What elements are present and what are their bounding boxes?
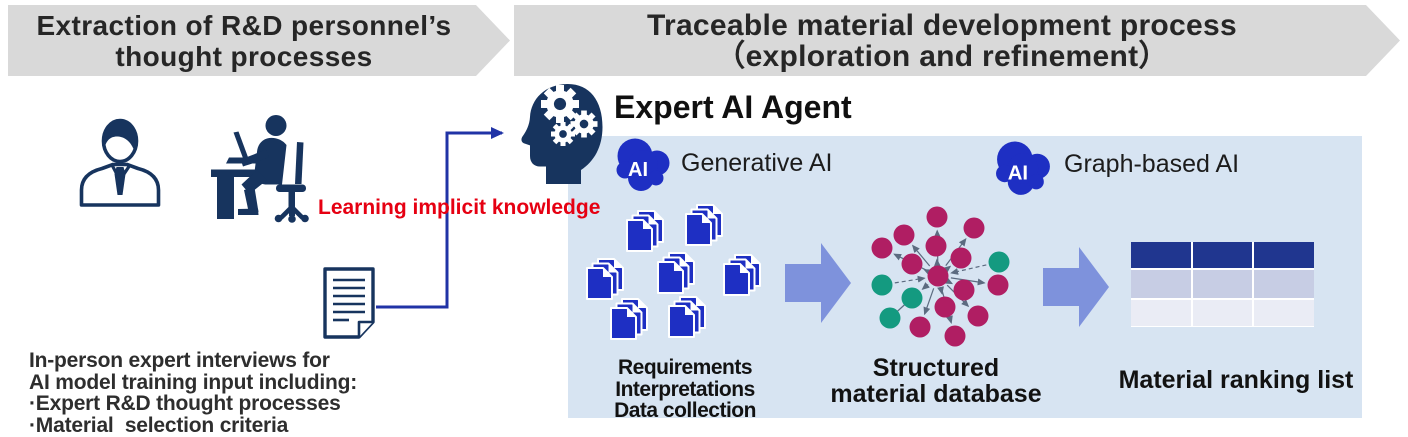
material-node-crimson: [944, 325, 966, 347]
material-node-crimson: [926, 206, 948, 228]
material-node-crimson: [927, 265, 949, 287]
document-stack-icon: [586, 258, 624, 300]
document-stack-icon: [668, 296, 706, 338]
material-network-icon: [871, 206, 1010, 347]
material-node-teal: [901, 287, 923, 309]
researcher-at-desk-icon: [211, 115, 309, 223]
banner-traceable-line2: （exploration and refinement）: [715, 39, 1169, 73]
expert-ai-agent-title: Expert AI Agent: [614, 89, 852, 125]
banner-extraction-line2: thought processes: [115, 40, 373, 72]
banner-extraction-line1: Extraction of R&D personnel’s: [36, 9, 452, 41]
material-node-teal: [879, 307, 901, 329]
documents-cluster-label-line3: Data collection: [614, 399, 756, 422]
material-ranking-label: Material ranking list: [1118, 366, 1354, 394]
head-with-gears-icon: [521, 83, 603, 184]
graph-based-ai-badge-text: AI: [1008, 163, 1028, 185]
material-node-teal: [871, 274, 893, 296]
network-edge: [944, 277, 954, 285]
documents-cluster-label: Requirements Interpretations Data collec…: [594, 357, 776, 422]
graph-based-ai-blob-icon: AI: [996, 141, 1050, 195]
graph-based-ai-label: Graph-based AI: [1064, 150, 1240, 178]
network-edge: [942, 265, 952, 274]
interview-note-line3: ·Expert R&D thought processes: [29, 392, 341, 415]
material-node-crimson: [934, 296, 956, 318]
network-edge: [923, 288, 935, 316]
banner-traceable-line1: Traceable material development process: [647, 8, 1237, 42]
material-node-teal: [988, 251, 1010, 273]
document-stack-icon: [610, 298, 648, 340]
documents-cluster-label-line2: Interpretations: [615, 377, 755, 401]
interview-note-line1: In-person expert interviews for: [29, 349, 330, 372]
material-node-crimson: [871, 237, 893, 259]
learning-implicit-knowledge-label: Learning implicit knowledge: [318, 196, 601, 219]
material-node-crimson: [893, 224, 915, 246]
material-node-crimson: [925, 235, 947, 257]
document-stack-icon: [657, 252, 695, 294]
network-edge: [923, 269, 933, 276]
ranking-cell-r1c2: [1192, 242, 1253, 268]
structured-database-label-line2: material database: [830, 380, 1042, 408]
network-edge: [950, 264, 987, 275]
ranking-table: [1131, 242, 1314, 327]
network-edge: [911, 244, 931, 267]
document-stack-icon: [723, 254, 761, 296]
interview-note: In-person expert interviews for AI model…: [29, 350, 357, 436]
ranking-cell-r3c3: [1254, 300, 1314, 326]
document-stack-icon: [626, 210, 664, 252]
ranking-cell-r1c3: [1254, 242, 1314, 268]
generative-ai-blob-icon: AI: [616, 138, 670, 191]
ranking-cell-r3c1: [1131, 300, 1191, 326]
interview-note-line4: ·Material selection criteria: [29, 413, 289, 437]
ranking-cell-r2c1: [1131, 270, 1191, 298]
structured-database-label: Structured material database: [816, 355, 1056, 407]
ranking-cell-r1c1: [1131, 242, 1191, 268]
material-node-crimson: [950, 247, 972, 269]
flow-arrow-1-icon: [785, 243, 851, 323]
interview-note-line2: AI model training input including:: [29, 370, 358, 394]
structured-database-label-line1: Structured: [872, 354, 1000, 382]
network-edge: [937, 286, 944, 295]
generative-ai-label: Generative AI: [681, 149, 833, 177]
businessman-icon: [79, 118, 161, 207]
flow-arrow-2-icon: [1043, 247, 1109, 327]
banner-traceable: Traceable material development process （…: [514, 5, 1400, 76]
material-node-crimson: [967, 305, 989, 327]
material-node-crimson: [901, 253, 923, 275]
ranking-cell-r2c2: [1192, 270, 1253, 298]
document-stack-icon: [685, 204, 723, 246]
documents-cluster-label-line1: Requirements: [617, 356, 753, 379]
document-icon: [323, 267, 375, 339]
ranking-cell-r2c3: [1254, 270, 1314, 298]
material-node-crimson: [987, 274, 1009, 296]
generative-ai-badge-text: AI: [628, 159, 648, 181]
network-edge: [894, 275, 926, 284]
material-node-crimson: [909, 316, 931, 338]
ranking-cell-r3c2: [1192, 300, 1253, 326]
banner-extraction: Extraction of R&D personnel’s thought pr…: [8, 5, 510, 76]
material-node-crimson: [963, 217, 985, 239]
material-node-crimson: [953, 279, 975, 301]
network-edge: [921, 282, 930, 290]
